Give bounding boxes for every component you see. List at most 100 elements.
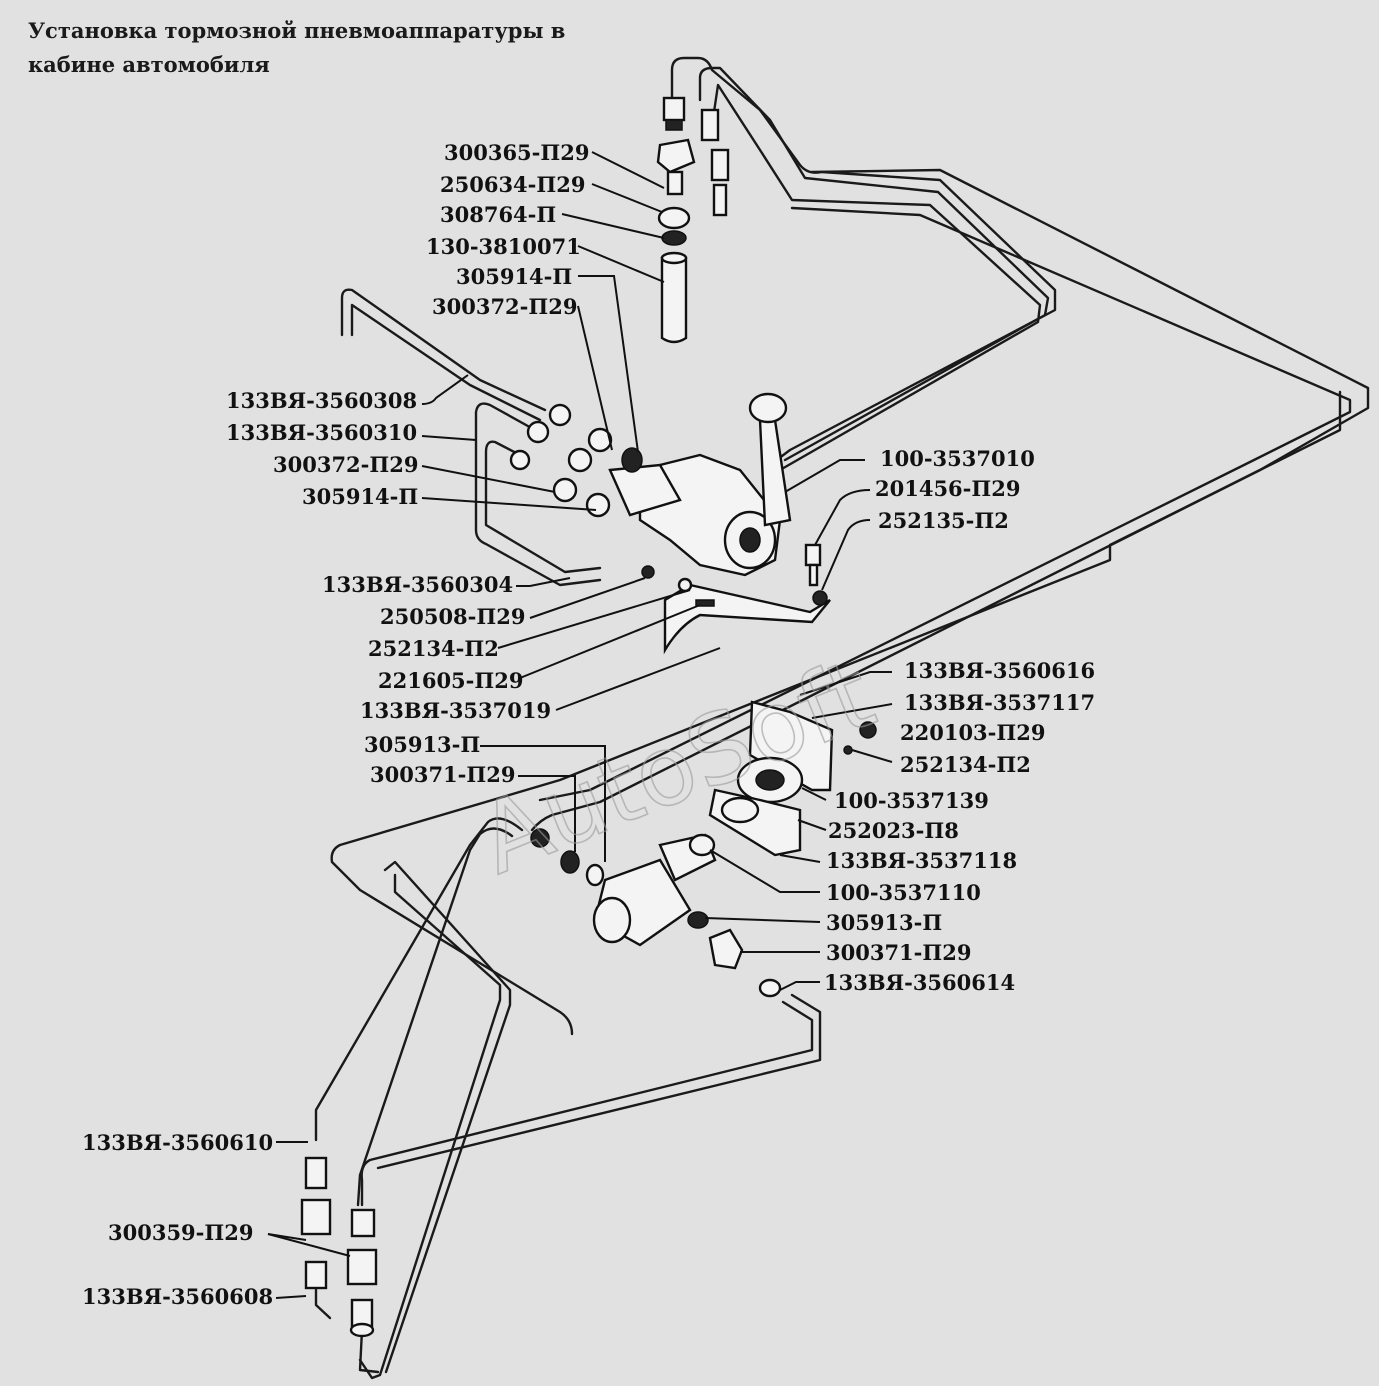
leader-3537019 <box>555 647 721 711</box>
top-fittings <box>656 96 730 344</box>
part-label-100-3537139: 100-3537139 <box>834 788 989 813</box>
hand-brake-valve <box>509 392 831 655</box>
pipe-long-right-2 <box>538 206 1352 802</box>
nut-250508 <box>641 565 655 579</box>
leader-305913-right <box>704 917 821 923</box>
leader-300359-right <box>267 1233 351 1257</box>
part-label-308764-p: 308764-П <box>440 202 556 227</box>
fitting-133-3560614 <box>758 978 782 998</box>
bolt-201456 <box>804 543 822 567</box>
diagram-title-line-1: Установка тормозной пневмоаппаратуры в <box>28 18 565 43</box>
leader-100-3537139 <box>801 787 827 801</box>
part-label-133-3537118: 133ВЯ-3537118 <box>826 848 1017 873</box>
pipe-long-right <box>530 168 1370 832</box>
part-label-252023-p8: 252023-П8 <box>828 818 959 843</box>
bottom-fittings <box>300 1156 378 1338</box>
fitting-c <box>587 427 613 453</box>
part-label-133-3560310: 133ВЯ-3560310 <box>226 420 417 445</box>
leader-300372-mid <box>421 465 556 493</box>
part-label-252134-p2-lower: 252134-П2 <box>900 752 1031 777</box>
part-label-133-3560304: 133ВЯ-3560304 <box>322 572 513 597</box>
washer-252135 <box>812 590 828 606</box>
part-label-252135-p2: 252135-П2 <box>878 508 1009 533</box>
leader-221605 <box>519 604 701 679</box>
fitting-side-2 <box>710 148 730 182</box>
leader-3560608 <box>275 1295 307 1299</box>
fitting-f <box>552 477 578 503</box>
fitting-d <box>567 447 593 473</box>
part-label-133-3560608: 133ВЯ-3560608 <box>82 1284 273 1309</box>
nut-300365 <box>656 138 696 174</box>
part-label-252134-p2-upper: 252134-П2 <box>368 636 499 661</box>
pipe-lower-left-1 <box>314 817 524 1142</box>
leader-252134-lower <box>851 749 893 763</box>
valve-port-lower <box>755 769 785 791</box>
part-label-300372-p29-mid: 300372-П29 <box>273 452 418 477</box>
tube-top <box>660 251 688 265</box>
bracket-hole <box>720 796 760 824</box>
bolt-220103 <box>859 721 877 739</box>
bolt-201456-shank <box>808 563 819 587</box>
fitting-300365-top <box>662 96 686 122</box>
fitting-ring-1 <box>665 119 683 131</box>
leader-250508 <box>529 577 646 619</box>
fitting-a <box>548 403 572 427</box>
coupler-300359-left <box>300 1198 332 1236</box>
leader-252135 <box>821 519 871 591</box>
leader-lines <box>267 151 893 1299</box>
leader-130-3810071 <box>577 245 665 283</box>
part-label-133-3560614: 133ВЯ-3560614 <box>824 970 1015 995</box>
washer-250634 <box>657 206 691 230</box>
fitting-133-3560608-left <box>304 1260 328 1290</box>
fitting-bottom-nut <box>349 1322 375 1338</box>
leader-252023 <box>797 819 827 831</box>
part-label-305913-p-right: 305913-П <box>826 910 942 935</box>
valve-110-cap <box>688 833 716 857</box>
pipe-right-bend-down <box>330 390 1342 1036</box>
leader-3560614 <box>779 981 820 991</box>
part-label-220103-p29: 220103-П29 <box>900 720 1045 745</box>
ring-305914 <box>621 447 643 473</box>
part-label-133-3560610: 133ВЯ-3560610 <box>82 1130 273 1155</box>
part-label-133-3537019: 133ВЯ-3537019 <box>360 698 551 723</box>
part-label-130-3810071: 130-3810071 <box>426 234 581 259</box>
leader-3560304 <box>516 577 571 587</box>
part-label-250508-p29: 250508-П29 <box>380 604 525 629</box>
leader-3560308 <box>421 374 469 405</box>
part-labels: 300365-П29 250634-П29 308764-П 130-38100… <box>82 140 1095 1309</box>
valve-port <box>739 527 761 553</box>
diagram-title-line-2: кабине автомобиля <box>28 52 270 77</box>
pipe-lines <box>314 56 1370 1380</box>
nut-305913 <box>560 850 580 874</box>
leader-300372-top <box>577 305 613 451</box>
fitting-b <box>526 420 550 444</box>
fitting-lower-left <box>530 828 550 848</box>
part-label-221605-p29: 221605-П29 <box>378 668 523 693</box>
pipe-left-hook-2 <box>350 303 542 422</box>
part-label-201456-p29: 201456-П29 <box>875 476 1020 501</box>
fitting-side-1 <box>700 108 720 142</box>
pipe-lower-loop <box>358 873 502 1380</box>
fitting-g <box>585 492 611 518</box>
part-label-305913-p-left: 305913-П <box>364 732 480 757</box>
part-label-133-3560308: 133ВЯ-3560308 <box>226 388 417 413</box>
part-label-133-3537117: 133ВЯ-3537117 <box>904 690 1095 715</box>
pipe-lower-right <box>360 1000 814 1207</box>
pipe-lower-right-2 <box>376 993 822 1170</box>
leader-3537117 <box>811 703 893 719</box>
fitting-133-3560608-right <box>350 1298 374 1328</box>
leader-300365 <box>591 151 665 189</box>
valve-110-face <box>592 896 632 944</box>
pipe-lower-left-2 <box>356 827 514 1207</box>
leader-201456 <box>814 489 871 546</box>
bolt-221605 <box>695 599 715 607</box>
part-label-300359-p29: 300359-П29 <box>108 1220 253 1245</box>
pipe-upper-outer <box>670 56 1057 467</box>
nut-300371-lower <box>708 928 744 970</box>
fitting-133-3560610-right <box>350 1208 376 1238</box>
part-label-133-3560616: 133ВЯ-3560616 <box>904 658 1095 683</box>
plate-133-3537117 <box>748 700 834 792</box>
tube-130-3810071 <box>660 256 688 344</box>
pipe-left-loop-outer <box>474 402 602 587</box>
pipe-bottom-right-tail <box>358 1328 380 1374</box>
